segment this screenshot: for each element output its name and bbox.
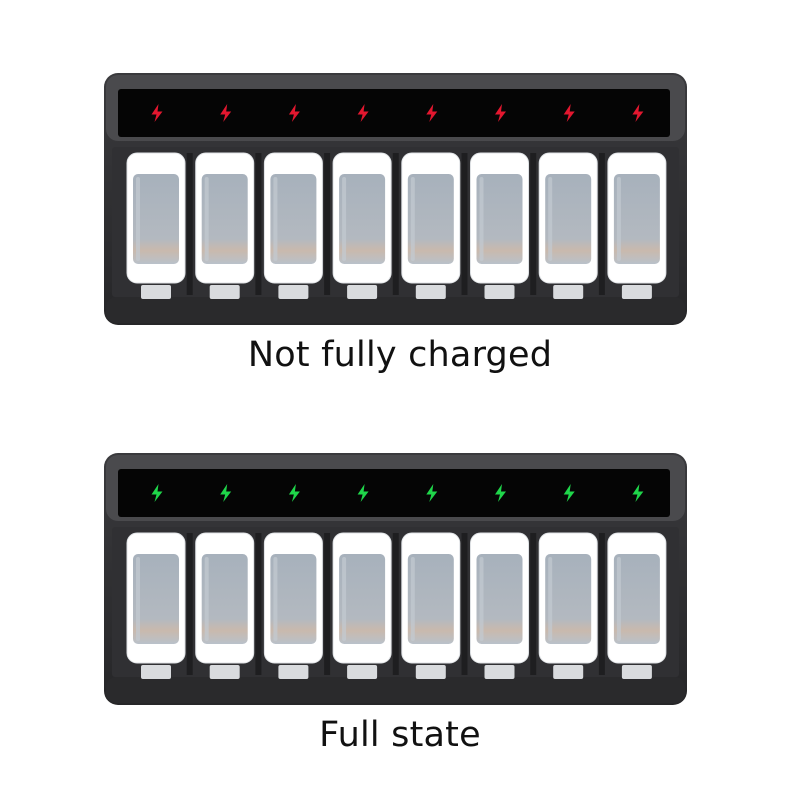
battery-label [201,174,248,264]
battery-label [339,554,386,644]
battery-label [613,174,660,264]
battery-label [133,554,179,644]
battery-contact [347,285,378,299]
lightning-bolt-icon [632,104,644,122]
slot-divider [598,153,605,295]
slot-divider [255,153,262,295]
slot-divider [392,533,399,675]
lightning-bolt-icon [220,484,232,502]
slot-divider [186,153,193,295]
lightning-bolt-icon [426,484,438,502]
lightning-bolt-icon [426,104,438,122]
battery-label-highlight [548,177,553,261]
charger-base [106,297,685,323]
charger-illustration [104,453,687,705]
battery-contact [484,285,515,299]
battery-label-highlight [410,177,415,261]
caption-full-state: Full state [319,715,481,755]
battery-contact [278,285,309,299]
battery-label-highlight [410,557,415,641]
battery-label [613,554,660,644]
battery-label [545,554,592,644]
slot-divider [255,533,262,675]
slot-divider [324,153,331,295]
battery-label-highlight [616,177,621,261]
battery-label [339,174,386,264]
battery-label [407,554,454,644]
battery-contact [621,665,652,679]
battery-label [476,174,523,264]
battery-contact [209,285,240,299]
lightning-bolt-icon [288,484,300,502]
battery-label [476,554,523,644]
battery-label-highlight [273,177,278,261]
battery-label [407,174,454,264]
battery-contact [347,665,378,679]
slot-divider [530,533,537,675]
charger-base [106,677,685,703]
battery-label [133,174,179,264]
lightning-bolt-icon [357,484,369,502]
battery-label-highlight [548,557,553,641]
slot-divider [392,153,399,295]
slot-divider [461,533,468,675]
lightning-bolt-icon [495,104,506,122]
battery-contact [209,665,240,679]
battery-label-highlight [479,177,484,261]
lightning-bolt-icon [288,104,300,122]
charger-full-state [104,453,687,705]
battery-label-highlight [342,177,347,261]
battery-label [201,554,248,644]
lightning-bolt-icon [495,484,506,502]
battery-contact [621,285,652,299]
battery-contact [553,665,584,679]
lightning-bolt-icon [151,484,163,502]
charger-illustration [104,73,687,325]
battery-contact [484,665,515,679]
lightning-bolt-icon [220,104,232,122]
battery-label-highlight [479,557,484,641]
slot-divider [530,153,537,295]
lightning-bolt-icon [563,484,575,502]
battery-label-highlight [136,557,140,641]
slot-divider [598,533,605,675]
battery-contact [278,665,309,679]
battery-label [270,554,317,644]
led-indicator-panel [118,89,670,137]
battery-contact [553,285,584,299]
lightning-bolt-icon [563,104,575,122]
caption-not-fully-charged: Not fully charged [247,335,553,375]
battery-label [545,174,592,264]
lightning-bolt-icon [632,484,644,502]
battery-contact [141,285,171,299]
battery-contact [141,665,171,679]
battery-label-highlight [273,557,278,641]
battery-contact [415,285,446,299]
slot-divider [461,153,468,295]
lightning-bolt-icon [357,104,369,122]
battery-label-highlight [204,177,209,261]
battery-label-highlight [342,557,347,641]
charger-not-fully-charged [104,73,687,325]
battery-label-highlight [136,177,140,261]
battery-contact [415,665,446,679]
lightning-bolt-icon [151,104,163,122]
slot-divider [324,533,331,675]
battery-label-highlight [616,557,621,641]
led-indicator-panel [118,469,670,517]
battery-label [270,174,317,264]
slot-divider [186,533,193,675]
battery-label-highlight [204,557,209,641]
